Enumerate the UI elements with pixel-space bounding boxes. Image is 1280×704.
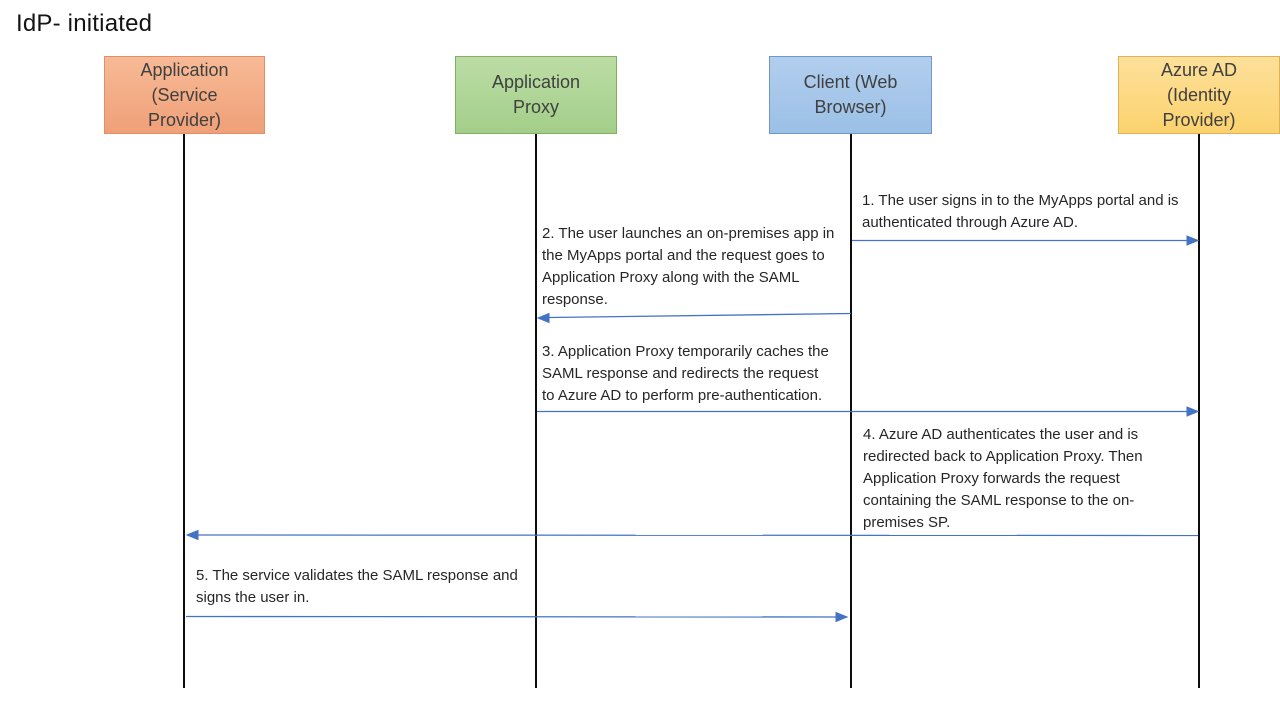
actor-client-web-browser: Client (Web Browser) — [769, 56, 932, 134]
diagram-title: IdP- initiated — [16, 10, 153, 37]
actor-label: Application (Service Provider) — [140, 59, 229, 130]
actor-label: Azure AD (Identity Provider) — [1160, 59, 1238, 130]
actor-label: Client (Web Browser) — [803, 72, 898, 117]
actor-application-service-provider: Application (Service Provider) — [104, 56, 265, 134]
message-5-text: 5. The service validates the SAML respon… — [196, 567, 518, 606]
message-3-text: 3. Application Proxy temporarily caches … — [542, 343, 829, 404]
message-5-arrowhead-right-icon — [835, 611, 849, 623]
message-4-arrowhead-left-icon — [185, 529, 199, 541]
message-3-arrowhead-right-icon — [1186, 406, 1200, 417]
lifeline-application-service-provider — [183, 134, 185, 688]
message-2-arrowhead-left-icon — [536, 312, 550, 324]
actor-label: Application Proxy — [491, 72, 581, 117]
actor-application-proxy: Application Proxy — [455, 56, 617, 134]
message-1-arrowhead-right-icon — [1186, 235, 1200, 246]
message-4-text: 4. Azure AD authenticates the user and i… — [863, 426, 1143, 531]
message-4-arrow-line — [197, 534, 1199, 537]
message-5-arrow-line — [185, 615, 837, 618]
message-1-text: 1. The user signs in to the MyApps porta… — [862, 192, 1179, 231]
lifeline-azure-ad-identity-provider — [1198, 134, 1200, 688]
actor-azure-ad-identity-provider: Azure AD (Identity Provider) — [1118, 56, 1280, 134]
message-2-text: 2. The user launches an on-premises app … — [542, 225, 835, 308]
lifeline-application-proxy — [535, 134, 537, 688]
message-2-arrow-line — [548, 312, 852, 319]
